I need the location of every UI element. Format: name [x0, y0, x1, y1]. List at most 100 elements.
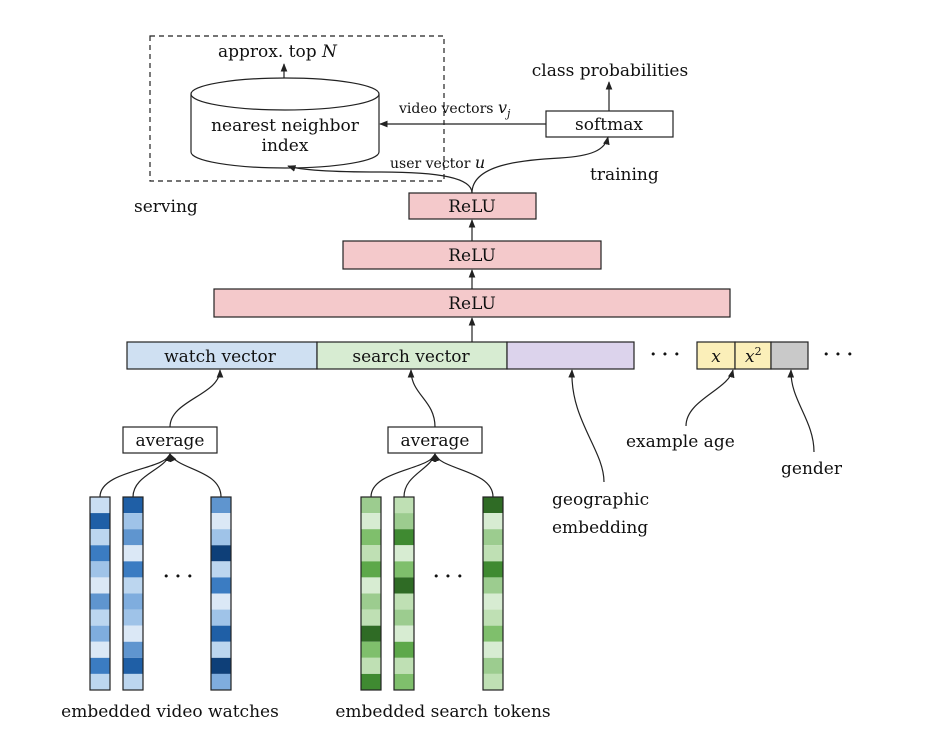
video-watch-embedding-cell — [123, 609, 143, 626]
search-token-embedding-cell — [394, 673, 414, 690]
video-watch-embedding-cell — [123, 593, 143, 610]
example-age-x-label: x — [711, 347, 721, 367]
search-token-embedding-cell — [394, 497, 414, 514]
user-vector-label: user vector u — [390, 153, 485, 172]
search-token-embedding-cell — [361, 657, 381, 674]
search-token-embedding-cell — [483, 609, 503, 626]
watch-columns-ellipsis: · · · — [163, 567, 193, 587]
search-average-label: average — [400, 431, 469, 451]
video-watch-embedding-cell — [90, 609, 110, 626]
watch-average-box — [122, 426, 218, 454]
video-watch-embedding-cell — [90, 657, 110, 674]
search-vector-segment — [316, 341, 508, 370]
search-token-embedding-cell — [361, 673, 381, 690]
video-watch-embedding-cell — [90, 561, 110, 578]
video-watch-embedding-cell — [123, 545, 143, 562]
search-token-embedding-cell — [483, 529, 503, 546]
search-token-embedding-cell — [361, 625, 381, 642]
video-watch-embedding-cell — [123, 625, 143, 642]
index-label-line1: nearest neighbor — [211, 116, 360, 136]
index-label-line2: index — [262, 136, 309, 156]
search-token-embedding-cell — [483, 577, 503, 594]
relu-layer-bottom — [213, 288, 731, 318]
relu-layer-middle — [342, 240, 602, 270]
search-token-embedding-cell — [361, 513, 381, 530]
search-token-embedding-cell — [361, 561, 381, 578]
video-watch-embedding-cell — [211, 657, 231, 674]
video-watch-embedding-cell — [90, 545, 110, 562]
video-vectors-label: video vectors vj — [398, 98, 511, 120]
video-watch-embedding-cell — [123, 561, 143, 578]
video-watch-embedding-cell — [211, 673, 231, 690]
video-watch-embedding-cell — [90, 625, 110, 642]
search-token-embedding-cell — [394, 577, 414, 594]
example-age-x2-label: x2 — [745, 345, 762, 367]
video-watch-embedding-cell — [211, 529, 231, 546]
training-label: training — [590, 165, 659, 185]
video-watch-embedding-cell — [90, 593, 110, 610]
search-token-embedding-cell — [361, 497, 381, 514]
video-watch-embedding-cell — [123, 673, 143, 690]
class-probabilities-label: class probabilities — [532, 61, 688, 81]
search-token-embedding-cell — [361, 577, 381, 594]
video-watch-embedding-cell — [90, 529, 110, 546]
softmax-box — [545, 110, 674, 138]
embedded-search-tokens-label: embedded search tokens — [335, 702, 550, 722]
search-token-embedding-column — [360, 496, 382, 691]
search-token-embedding-cell — [361, 609, 381, 626]
video-watch-embedding-cell — [211, 609, 231, 626]
embedded-video-watch-columns — [89, 496, 232, 691]
video-watch-embedding-cell — [90, 641, 110, 658]
video-watch-embedding-cell — [211, 593, 231, 610]
search-token-embedding-cell — [394, 593, 414, 610]
search-columns-ellipsis: · · · — [433, 567, 463, 587]
relu-layer-top — [408, 192, 537, 220]
video-watch-embedding-cell — [123, 577, 143, 594]
top-n-label: approx. top N — [218, 42, 338, 62]
video-watch-embedding-cell — [123, 641, 143, 658]
search-token-embedding-cell — [483, 497, 503, 514]
search-token-embedding-cell — [483, 673, 503, 690]
video-watch-embedding-cell — [211, 577, 231, 594]
video-watch-embedding-cell — [211, 545, 231, 562]
trailing-ellipsis: · · · — [823, 345, 853, 365]
search-token-embedding-column — [482, 496, 504, 691]
input-ellipsis: · · · — [650, 345, 680, 365]
geographic-label-line2: embedding — [552, 518, 648, 538]
search-vector-label: search vector — [352, 347, 470, 367]
search-token-embedding-cell — [394, 609, 414, 626]
video-watch-embedding-cell — [123, 657, 143, 674]
search-token-embedding-cell — [394, 625, 414, 642]
search-token-embedding-cell — [483, 641, 503, 658]
video-watch-embedding-column — [122, 496, 144, 691]
serving-label: serving — [134, 197, 198, 217]
watch-average-label: average — [135, 431, 204, 451]
video-watch-embedding-column — [89, 496, 111, 691]
video-watch-embedding-cell — [90, 673, 110, 690]
relu-middle-label: ReLU — [448, 246, 496, 266]
geographic-embedding-segment — [506, 341, 635, 370]
video-watch-embedding-cell — [123, 529, 143, 546]
watch-vector-segment — [126, 341, 318, 370]
search-token-embedding-cell — [394, 513, 414, 530]
video-watch-embedding-cell — [123, 513, 143, 530]
video-watch-embedding-cell — [211, 561, 231, 578]
search-token-embedding-cell — [361, 641, 381, 658]
relu-bottom-label: ReLU — [448, 294, 496, 314]
search-token-embedding-cell — [394, 641, 414, 658]
embedded-search-token-columns — [360, 496, 504, 691]
geographic-label-line1: geographic — [552, 490, 649, 510]
search-token-embedding-cell — [483, 625, 503, 642]
watch-vector-label: watch vector — [164, 347, 277, 367]
search-token-embedding-cell — [483, 657, 503, 674]
search-token-embedding-cell — [361, 593, 381, 610]
search-token-embedding-cell — [394, 561, 414, 578]
search-token-embedding-cell — [483, 593, 503, 610]
softmax-label: softmax — [575, 115, 643, 135]
video-watch-embedding-cell — [211, 641, 231, 658]
video-watch-embedding-column — [210, 496, 232, 691]
search-token-embedding-cell — [483, 561, 503, 578]
search-token-embedding-cell — [394, 545, 414, 562]
video-watch-embedding-cell — [211, 497, 231, 514]
